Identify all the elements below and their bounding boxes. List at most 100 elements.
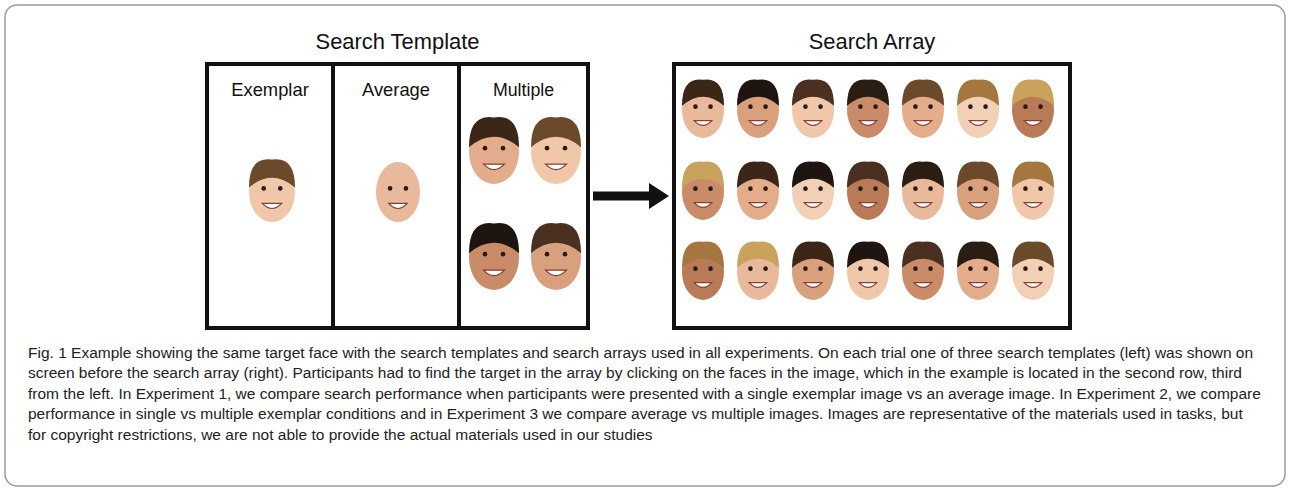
face-photo — [737, 161, 779, 220]
face-photo — [469, 117, 519, 184]
face-smile — [484, 164, 505, 169]
face-eye — [818, 104, 823, 109]
face-smile — [859, 203, 877, 208]
face-hair — [469, 223, 519, 253]
face-smile — [859, 283, 877, 288]
face-skin — [376, 162, 420, 222]
face-hair — [902, 79, 944, 105]
face-eye — [483, 146, 488, 151]
section-heading: Search Template — [169, 28, 626, 56]
panel-label: Multiple — [461, 78, 586, 102]
face-eye — [1038, 104, 1043, 109]
face-eye — [983, 104, 988, 109]
face-smile — [914, 283, 932, 288]
face-eye — [983, 186, 988, 191]
template-panel: Multiple — [461, 66, 586, 326]
face-hair — [682, 79, 724, 105]
face-smile — [969, 203, 987, 208]
face-smile — [484, 270, 505, 275]
face-photo — [737, 79, 779, 138]
face-eye — [545, 252, 550, 257]
face-eye — [545, 146, 550, 151]
face-eye — [501, 252, 506, 257]
face-photo — [249, 159, 295, 222]
arrow-shaft — [593, 192, 651, 201]
face-smile — [694, 203, 712, 208]
face-smile — [804, 121, 822, 126]
face-eye — [928, 104, 933, 109]
face-eye — [968, 104, 973, 109]
face-eye — [873, 104, 878, 109]
section-heading: Search Array — [636, 28, 1108, 56]
face-eye — [1023, 104, 1028, 109]
face-eye — [803, 266, 808, 271]
face-photo — [792, 241, 834, 300]
face-eye — [388, 186, 393, 191]
face-smile — [749, 121, 767, 126]
flow-arrow — [593, 183, 669, 209]
face-eye — [983, 266, 988, 271]
face-eye — [1023, 266, 1028, 271]
face-hair — [957, 241, 999, 267]
face-photo — [847, 161, 889, 220]
face-eye — [693, 104, 698, 109]
face-eye — [708, 104, 713, 109]
face-smile — [804, 203, 822, 208]
face-hair — [1012, 241, 1054, 267]
face-photo — [682, 241, 724, 300]
face-eye — [708, 186, 713, 191]
face-eye — [913, 186, 918, 191]
face-photo — [902, 161, 944, 220]
face-smile — [1024, 121, 1042, 126]
face-eye — [803, 186, 808, 191]
face-hair — [902, 241, 944, 267]
face-smile — [749, 283, 767, 288]
face-hair — [682, 241, 724, 267]
face-hair — [792, 161, 834, 187]
face-hair — [737, 161, 779, 187]
arrow-head — [649, 183, 669, 209]
face-eye — [261, 186, 266, 191]
face-hair — [847, 241, 889, 267]
face-photo — [1012, 79, 1054, 138]
face-eye — [858, 104, 863, 109]
face-hair — [957, 79, 999, 105]
face-eye — [748, 186, 753, 191]
face-eye — [818, 266, 823, 271]
face-smile — [859, 121, 877, 126]
face-smile — [694, 121, 712, 126]
face-eye — [913, 104, 918, 109]
template-box: Search TemplateExemplarAverageMultiple — [205, 62, 590, 330]
face-smile — [546, 270, 567, 275]
face-photo — [469, 223, 519, 290]
face-hair — [737, 79, 779, 105]
face-smile — [1024, 283, 1042, 288]
face-hair — [682, 161, 724, 187]
face-photo — [376, 162, 420, 222]
face-hair — [249, 159, 295, 187]
face-photo — [682, 79, 724, 138]
face-eye — [1038, 186, 1043, 191]
face-photo — [847, 79, 889, 138]
face-eye — [928, 186, 933, 191]
face-smile — [1024, 203, 1042, 208]
template-panel: Exemplar — [209, 66, 335, 326]
face-smile — [262, 203, 281, 208]
face-eye — [968, 186, 973, 191]
face-eye — [858, 266, 863, 271]
face-photo — [792, 79, 834, 138]
face-smile — [969, 121, 987, 126]
face-eye — [1023, 186, 1028, 191]
face-smile — [546, 164, 567, 169]
face-eye — [748, 104, 753, 109]
face-eye — [278, 186, 283, 191]
face-eye — [858, 186, 863, 191]
face-hair — [847, 79, 889, 105]
face-photo — [847, 241, 889, 300]
face-eye — [693, 186, 698, 191]
face-hair — [469, 117, 519, 147]
face-photo — [1012, 241, 1054, 300]
face-photo — [531, 223, 581, 290]
face-photo — [531, 117, 581, 184]
